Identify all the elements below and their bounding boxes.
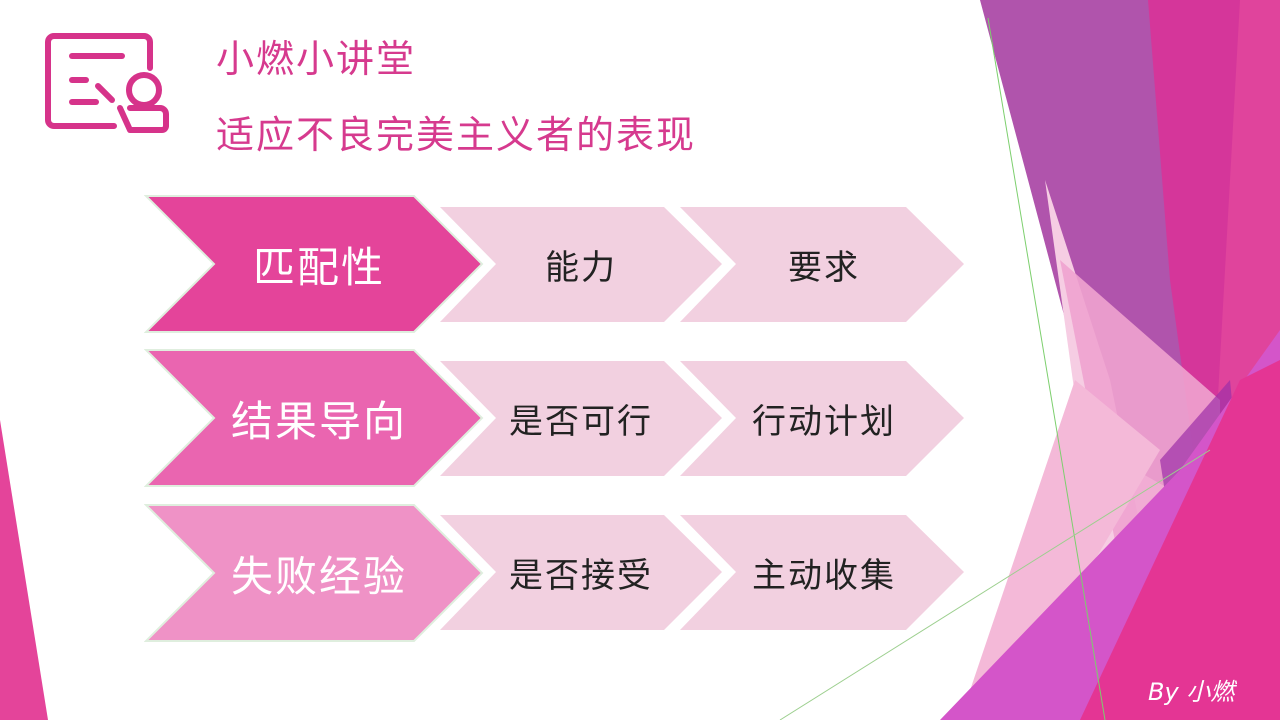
row1-sub2-label: 要求 bbox=[788, 247, 860, 288]
row3-main-label: 失败经验 bbox=[230, 551, 407, 601]
row2-sub2-label: 行动计划 bbox=[752, 401, 896, 442]
row3-sub1-label: 是否接受 bbox=[509, 555, 653, 596]
row3-sub2-label: 主动收集 bbox=[752, 555, 896, 596]
slide-subtitle: 适应不良完美主义者的表现 bbox=[216, 113, 697, 157]
row1-main-chevron bbox=[144, 195, 484, 333]
row1-main-label: 匹配性 bbox=[252, 242, 385, 292]
row2-sub2-chevron bbox=[680, 361, 964, 476]
row2-sub1-chevron bbox=[440, 361, 722, 476]
row1-sub2-chevron bbox=[680, 207, 964, 322]
row3-main-chevron bbox=[144, 504, 484, 642]
row2-main-label: 结果导向 bbox=[230, 396, 407, 446]
row1-sub1-label: 能力 bbox=[545, 247, 617, 288]
row2-main-chevron bbox=[144, 349, 484, 487]
row2-sub1-label: 是否可行 bbox=[509, 401, 653, 442]
author-credit: By 小燃 bbox=[1148, 678, 1235, 706]
row3-sub1-chevron bbox=[440, 515, 722, 630]
presenter-board-icon bbox=[45, 33, 169, 133]
row1-sub1-chevron bbox=[440, 207, 722, 322]
brand-title: 小燃小讲堂 bbox=[216, 37, 417, 81]
row3-sub2-chevron bbox=[680, 515, 964, 630]
